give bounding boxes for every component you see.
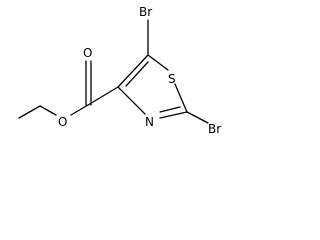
bond-n-c4	[117, 86, 146, 115]
bond-c4-c5-inner	[125, 61, 149, 87]
atom-label-carbonyl-oxygen: O	[83, 46, 92, 60]
atom-label-br-right: Br	[208, 122, 221, 136]
bond-c2-n	[159, 111, 188, 119]
bond-s-c2	[174, 83, 188, 113]
bond-ch2-o	[39, 105, 57, 116]
structure-diagram: Br S Br N O O	[0, 0, 230, 151]
bond-c4-c5	[117, 54, 149, 88]
bond-o-c-carbonyl	[70, 104, 89, 116]
bond-carbonyl-ring	[87, 86, 119, 106]
bond-c2-br	[186, 111, 209, 124]
atom-label-sulfur: S	[168, 72, 176, 86]
molecule-drawing: Br S Br N O O	[18, 5, 221, 136]
bond-c5-s	[147, 54, 169, 71]
atom-label-ester-oxygen: O	[58, 115, 67, 129]
bond-c2-n-inner	[159, 106, 181, 113]
atom-label-br-top: Br	[139, 5, 152, 19]
atom-label-nitrogen: N	[145, 115, 154, 129]
bond-ch3-ch2	[18, 105, 41, 119]
